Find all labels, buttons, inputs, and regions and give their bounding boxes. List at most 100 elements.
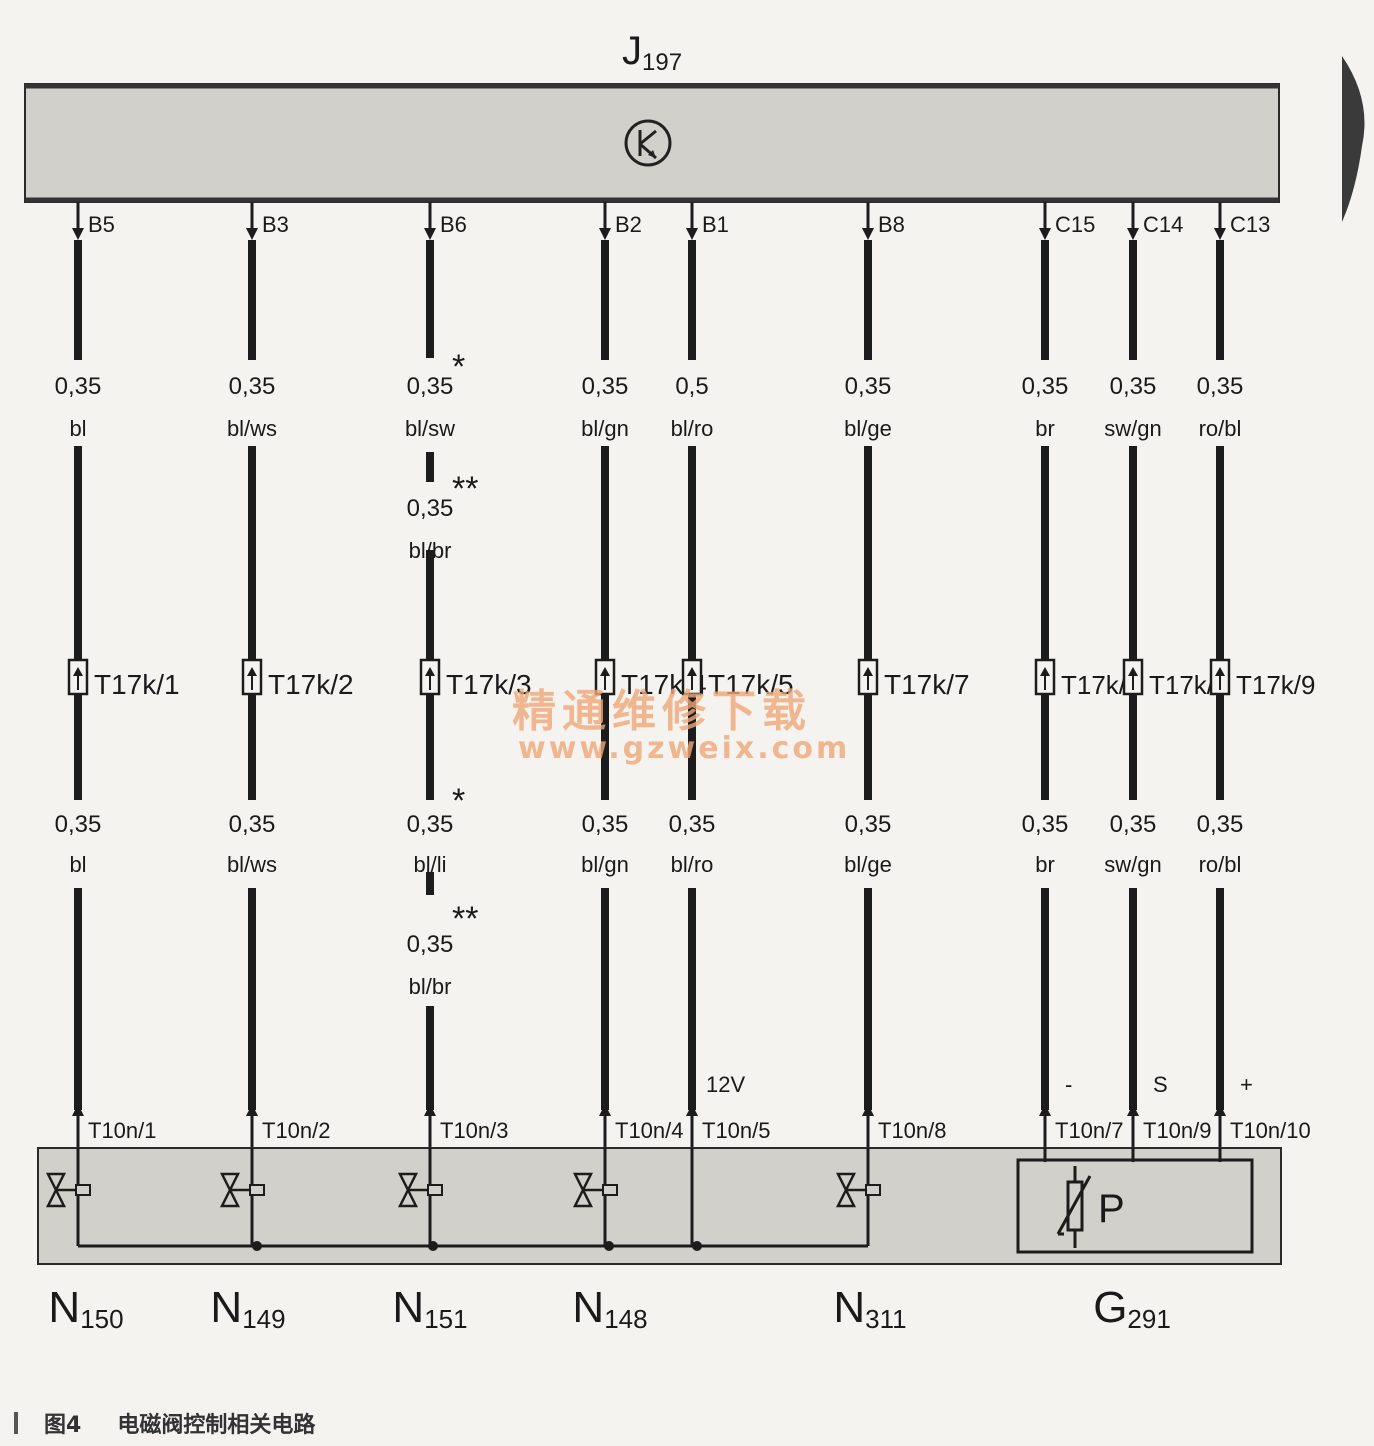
- bottom-pin-label: T10n/5: [702, 1118, 771, 1143]
- wire-size-label: 0,35: [1022, 373, 1069, 400]
- solenoid-valve-icon: [219, 1172, 265, 1208]
- connector-icon: [594, 658, 616, 696]
- wire-color-label: bl: [69, 852, 86, 877]
- connector-label: T17k/1: [94, 669, 180, 700]
- bottom-pin-label: T10n/7: [1055, 1118, 1124, 1143]
- wire-size-label: 0,35: [845, 373, 892, 400]
- pressure-sensor-box: [1016, 1158, 1254, 1254]
- bottom-pin-label: T10n/8: [878, 1118, 947, 1143]
- connector-label: T17k/5: [708, 669, 794, 700]
- component-label: N311: [833, 1283, 906, 1334]
- wire-color-label: sw/gn: [1104, 852, 1161, 877]
- pin-arrow-icon: [599, 1104, 611, 1116]
- pin-arrow-icon: [424, 228, 436, 240]
- pin-arrow-icon: [1039, 1104, 1051, 1116]
- connector-icon: [857, 658, 879, 696]
- terminal-sign: +: [1240, 1072, 1253, 1097]
- connector-icon: [1034, 658, 1056, 696]
- wire-size-label: 0,35: [582, 373, 629, 400]
- pin-arrow-icon: [686, 1104, 698, 1116]
- wire-color-label: bl/ro: [671, 416, 714, 441]
- wire-size-label: 0,35: [1110, 373, 1157, 400]
- electronic-module-icon: [624, 119, 672, 167]
- wire-size-label: 0,35: [845, 811, 892, 838]
- connector-icon: [67, 658, 89, 696]
- component-label: N150: [48, 1283, 123, 1334]
- wire-size-label: 0,35: [55, 373, 102, 400]
- pin-arrow-icon: [686, 228, 698, 240]
- wire-color-label: bl/br: [409, 538, 452, 563]
- sensor-symbol: P: [1098, 1187, 1125, 1231]
- connector-label: T17k/3: [446, 669, 532, 700]
- bottom-pin-label: T10n/4: [615, 1118, 684, 1143]
- wire-size-label: 0,35: [229, 811, 276, 838]
- solenoid-valve-icon: [835, 1172, 881, 1208]
- pin-label: B6: [440, 212, 467, 237]
- junction-dot: [252, 1241, 262, 1251]
- wire-size-label: 0,35: [582, 811, 629, 838]
- control-unit-label: J197: [622, 29, 682, 76]
- wire-color-label: bl/gn: [581, 416, 629, 441]
- wire-color-label: bl/br: [409, 974, 452, 999]
- component-label: G291: [1093, 1283, 1171, 1334]
- wire-harness: B50,35blT17k/10,35blT10n/1B30,35bl/wsT17…: [55, 202, 1316, 1150]
- wire-color-label: bl/gn: [581, 852, 629, 877]
- control-unit-j197: J197: [24, 29, 1280, 203]
- component-label: N149: [210, 1283, 285, 1334]
- connector-icon: [681, 658, 703, 696]
- control-unit-box: [24, 83, 1280, 203]
- variant-mark: *: [452, 782, 465, 820]
- wire-size-label: 0,35: [55, 811, 102, 838]
- terminal-sign: S: [1153, 1072, 1168, 1097]
- wire-color-label: bl/ws: [227, 416, 277, 441]
- pin-arrow-icon: [1039, 228, 1051, 240]
- figure-caption: 图4 电磁阀控制相关电路: [14, 1406, 315, 1440]
- solenoid-valve-icon: [45, 1172, 91, 1208]
- wire-color-label: bl/li: [413, 852, 446, 877]
- pin-label: B3: [262, 212, 289, 237]
- connector-label: T17k/7: [884, 669, 970, 700]
- wire-size-label: 0,35: [407, 811, 454, 838]
- pin-arrow-icon: [599, 228, 611, 240]
- watermark-url: www.gzweix.com: [518, 731, 850, 766]
- pin-arrow-icon: [1214, 228, 1226, 240]
- wire-size-label: 0,35: [1022, 811, 1069, 838]
- bottom-pin-label: T10n/3: [440, 1118, 509, 1143]
- bottom-pin-label: T10n/1: [88, 1118, 157, 1143]
- wire-size-label: 0,35: [1197, 373, 1244, 400]
- wire-size-label: 0,35: [1110, 811, 1157, 838]
- bottom-pin-label: T10n/10: [1230, 1118, 1311, 1143]
- pressure-sensor-icon: [1056, 1166, 1092, 1248]
- valve-block: P: [37, 1147, 1282, 1265]
- wire-size-label: 0,35: [669, 811, 716, 838]
- pin-label: B2: [615, 212, 642, 237]
- wire-2: B60,35bl/sw*0,35bl/br**T17k/30,35bl/li*0…: [405, 202, 532, 1150]
- wire-color-label: sw/gn: [1104, 416, 1161, 441]
- wire-color-label: bl/ge: [844, 852, 892, 877]
- pin-label: C13: [1230, 212, 1270, 237]
- pin-arrow-icon: [1127, 228, 1139, 240]
- bottom-pin-label: T10n/2: [262, 1118, 331, 1143]
- pin-arrow-icon: [72, 1104, 84, 1116]
- bottom-pin-label: T10n/9: [1143, 1118, 1212, 1143]
- pin-label: C14: [1143, 212, 1183, 237]
- wire-color-label: br: [1035, 852, 1055, 877]
- terminal-sign: -: [1065, 1072, 1072, 1097]
- connector-icon: [1122, 658, 1144, 696]
- connector-icon: [241, 658, 263, 696]
- pin-label: C15: [1055, 212, 1095, 237]
- pin-arrow-icon: [862, 1104, 874, 1116]
- wire-color-label: ro/bl: [1199, 416, 1242, 441]
- pin-label: B5: [88, 212, 115, 237]
- component-label: N151: [392, 1283, 467, 1334]
- voltage-label: 12V: [706, 1072, 745, 1097]
